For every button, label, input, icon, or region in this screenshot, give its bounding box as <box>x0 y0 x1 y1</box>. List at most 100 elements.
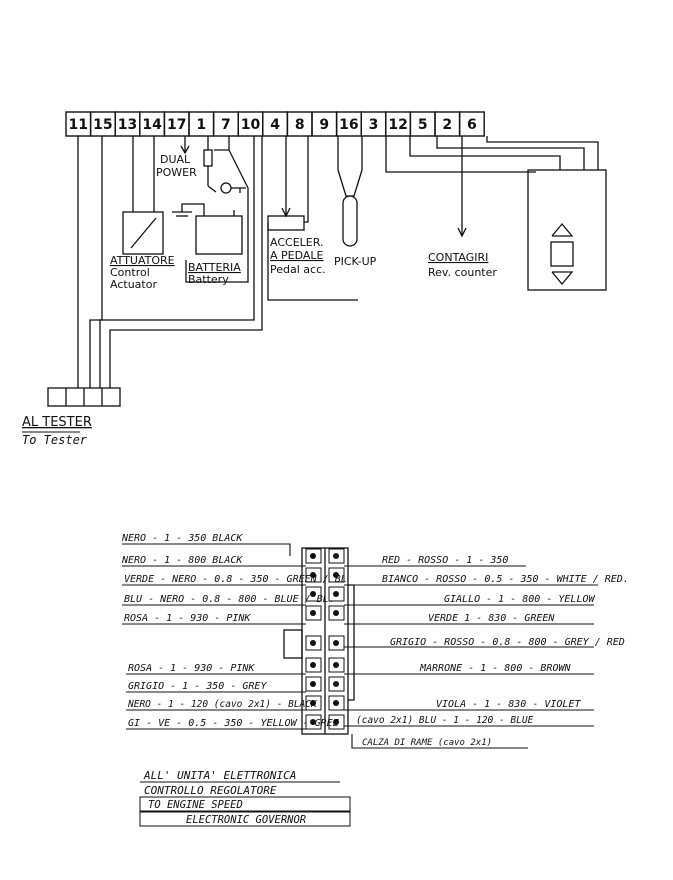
terminal-label: 17 <box>167 117 186 133</box>
connector-pin <box>328 586 345 602</box>
right-wire-2: BIANCO - ROSSO - 0.5 - 350 - WHITE / RED… <box>382 574 629 585</box>
left-wire-8: NERO - 1 - 120 (cavo 2x1) - BLACK <box>127 699 318 710</box>
left-wire-2: NERO - 1 - 800 BLACK <box>121 555 243 566</box>
terminal-label: 1 <box>196 117 206 133</box>
tester-label-en: To Tester <box>22 433 88 447</box>
connector-pin <box>328 567 345 583</box>
right-wire-3: GIALLO - 1 - 800 - YELLOW <box>444 594 595 605</box>
terminal-label: 13 <box>118 117 137 133</box>
footer-line-1: ALL' UNITA' ELETTRONICA <box>143 769 296 782</box>
key-icon <box>220 182 232 194</box>
terminal-label: 3 <box>369 117 379 133</box>
right-wire-9: CALZA DI RAME (cavo 2x1) <box>362 738 492 748</box>
actuator-label-en-1: Control <box>110 266 150 279</box>
connector-pin <box>328 714 345 730</box>
right-wire-6: MARRONE - 1 - 800 - BROWN <box>419 663 571 674</box>
terminal-label: 14 <box>142 117 162 133</box>
upper-wiring <box>47 136 607 407</box>
terminal-label: 5 <box>418 117 428 133</box>
display-square <box>550 241 574 267</box>
terminal-label: 9 <box>319 117 329 133</box>
terminal-label: 12 <box>388 117 407 133</box>
display-box <box>527 169 607 291</box>
pickup-sensor <box>342 195 358 247</box>
pedal-label-2: A PEDALE <box>270 249 324 262</box>
actuator-label-en-2: Actuator <box>110 278 157 291</box>
battery-label-en: Battery <box>188 273 229 286</box>
right-wire-4: VERDE 1 - 830 - GREEN <box>428 613 555 624</box>
connector-pin <box>328 635 345 651</box>
battery-box <box>195 215 243 255</box>
connector-pin <box>305 605 322 621</box>
wire-leader <box>122 543 291 556</box>
left-wire-5: ROSA - 1 - 930 - PINK <box>124 613 251 624</box>
wire-leader <box>351 734 528 749</box>
pickup-label: PICK-UP <box>334 255 377 268</box>
tester-label: AL TESTER <box>22 415 92 430</box>
pin-contact <box>333 719 339 725</box>
terminal-label: 6 <box>467 117 477 133</box>
pin-contact <box>310 700 316 706</box>
battery-label: BATTERIA <box>188 261 241 274</box>
pedal-label-en: Pedal acc. <box>270 263 326 276</box>
connector-pin <box>328 695 345 711</box>
connector-pin <box>305 635 322 651</box>
pin-contact <box>333 640 339 646</box>
pin-contact <box>333 572 339 578</box>
terminal-label: 2 <box>442 117 452 133</box>
terminal-label: 11 <box>69 117 88 133</box>
pin-contact <box>310 640 316 646</box>
left-wire-1: NERO - 1 - 350 BLACK <box>121 533 243 544</box>
pedal-resistor <box>267 215 305 231</box>
right-wire-8: (cavo 2x1) BLU - 1 - 120 - BLUE <box>356 715 534 726</box>
footer-line-2: CONTROLLO REGOLATORE <box>144 784 277 797</box>
pedal-label-1: ACCELER. <box>270 236 323 249</box>
connector-pin <box>305 586 322 602</box>
connector-pin <box>305 657 322 673</box>
right-wire-7: VIOLA - 1 - 830 - VIOLET <box>436 699 581 710</box>
left-wire-3: VERDE - NERO - 0.8 - 350 - GREEN / BL <box>124 574 347 585</box>
footer-line-4: ELECTRONIC GOVERNOR <box>186 814 306 826</box>
pin-contact <box>333 553 339 559</box>
actuator-box <box>122 211 164 255</box>
down-arrow-icon <box>551 271 574 286</box>
up-arrow-icon <box>551 222 574 237</box>
left-wire-4: BLU - NERO - 0.8 - 800 - BLUE / BL. <box>124 594 335 605</box>
right-wire-1: RED - ROSSO - 1 - 350 <box>382 555 508 566</box>
counter-label-en: Rev. counter <box>428 266 497 279</box>
connector-pin <box>305 695 322 711</box>
dual-power-label-2: POWER <box>156 166 197 179</box>
left-wire-7: GRIGIO - 1 - 350 - GREY <box>128 681 267 692</box>
dual-power-label-1: DUAL <box>160 153 191 166</box>
terminal-cell <box>458 111 485 137</box>
footer-boxes <box>139 781 351 827</box>
pin-contact <box>310 681 316 687</box>
right-wire-5: GRIGIO - ROSSO - 0.8 - 800 - GREY / RED <box>390 637 625 648</box>
pin-contact <box>333 662 339 668</box>
connector-pin <box>305 548 322 564</box>
footer-line-3: TO ENGINE SPEED <box>148 799 243 811</box>
pin-contact <box>310 662 316 668</box>
fuse <box>203 149 213 167</box>
pin-contact <box>310 591 316 597</box>
connector-pin <box>305 567 322 583</box>
pin-contact <box>333 591 339 597</box>
connector-pin <box>328 657 345 673</box>
connector-pin <box>305 676 322 692</box>
actuator-label: ATTUATORE <box>110 254 175 267</box>
counter-label: CONTAGIRI <box>428 251 488 264</box>
terminal-label: 8 <box>295 117 305 133</box>
connector-pin <box>328 676 345 692</box>
pin-contact <box>333 681 339 687</box>
left-wire-6: ROSA - 1 - 930 - PINK <box>128 663 255 674</box>
terminal-label: 15 <box>93 117 112 133</box>
terminal-label: 4 <box>270 117 280 133</box>
terminal-label: 7 <box>221 117 231 133</box>
connector-pin <box>305 714 322 730</box>
pin-contact <box>310 572 316 578</box>
pin-contact <box>333 700 339 706</box>
terminal-label: 16 <box>339 117 358 133</box>
connector-pins <box>305 548 345 730</box>
